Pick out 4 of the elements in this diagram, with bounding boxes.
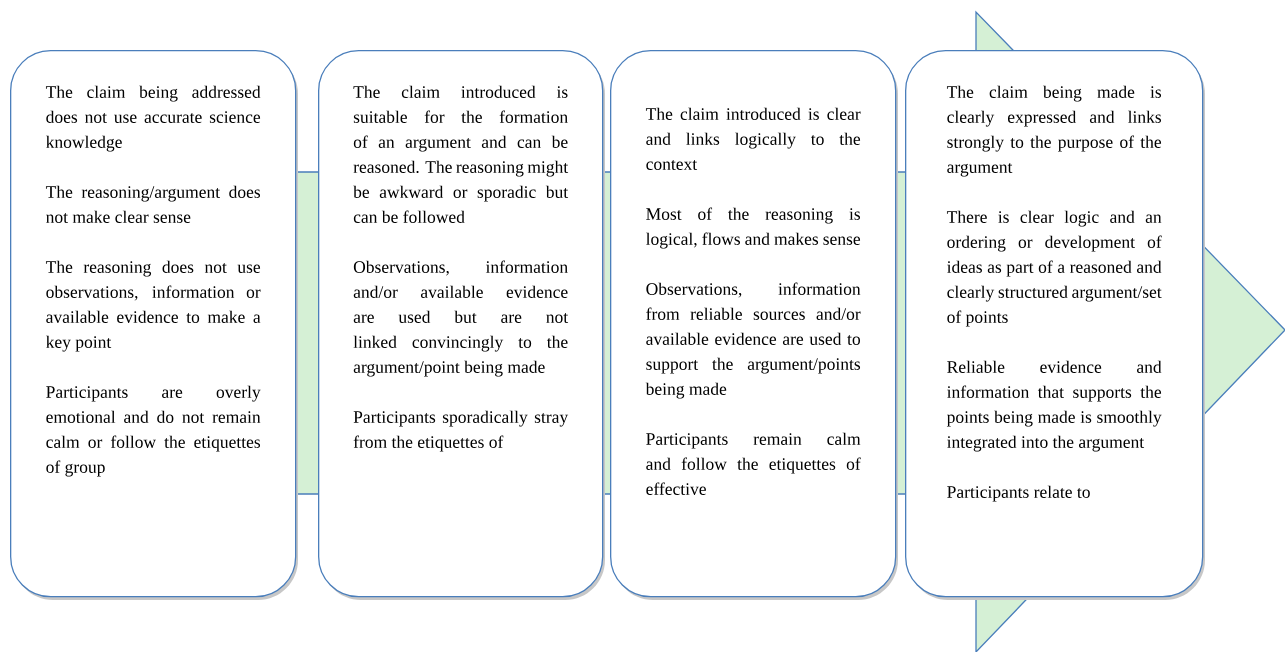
rubric-box: The claim being made is clearly expressed and links strongly to the purpose of the argument There is clear logic and an ordering or development of ideas as part of a reasoned and clearly structured argument/set of points Reliable evidence and information that supports the points being made is smoothly integrated into the argument Participants relate to (905, 50, 1205, 600)
rubric-box: The claim introduced is clear and links logically to the context Most of the reasoning is logical, flows and makes sense Observations, information from reliable sources and/or available evidence are used to support the argument/points being made Participants remain calm and follow the etiquettes of effective (610, 50, 898, 600)
rubric-box: The claim being addressed does not use accurate science knowledge The reasoning/argument does not make clear sense The reasoning does not use observations, information or available evidence to make a key point Participants are overly emotional and do not remain calm or follow the etiquettes of group (10, 50, 298, 600)
rubric-box: The claim introduced is suitable for the formation of an argument and can be reasoned. The reasoning might be awkward or sporadic but can be followed Observations, information and/or available evidence are used but are not linked convincingly to the argument/point being made Participants sporadically stray from the etiquettes of (318, 50, 605, 600)
